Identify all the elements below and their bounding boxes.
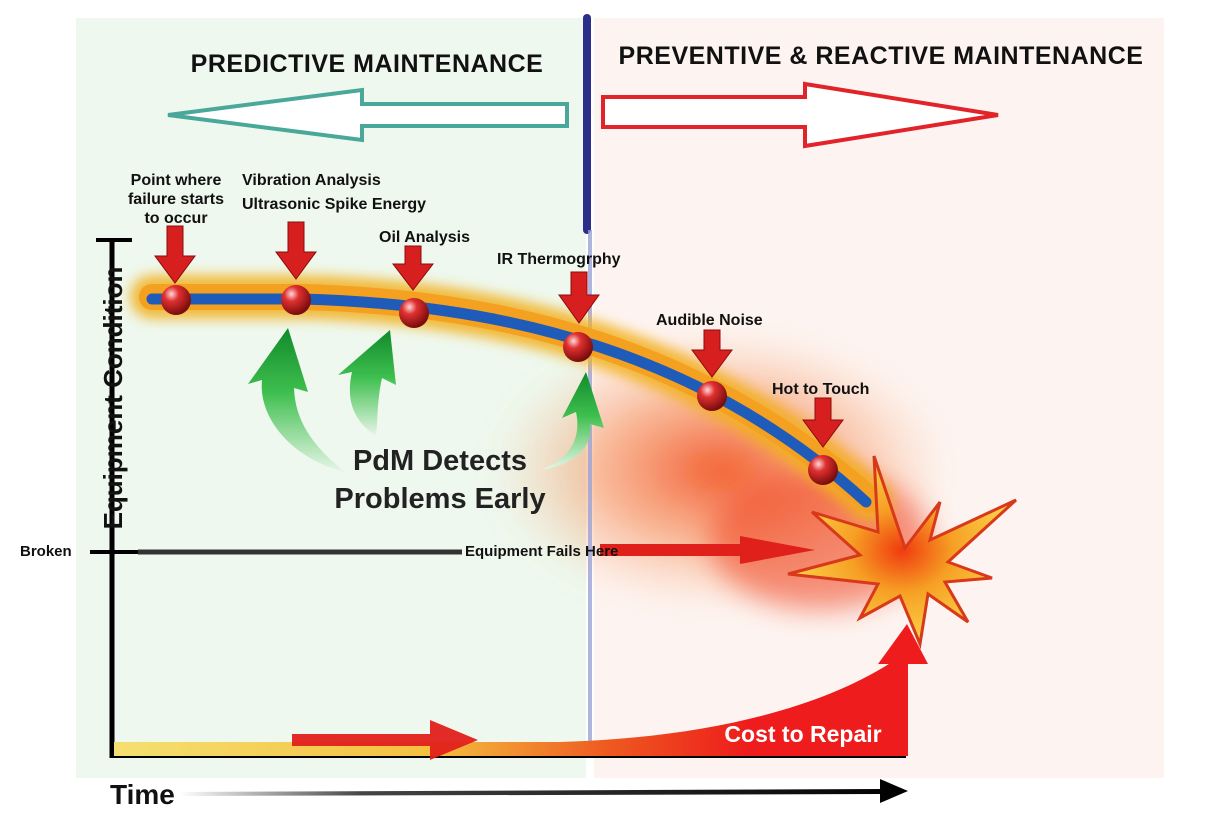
- cost-area: [114, 660, 908, 756]
- label-vibration: Vibration Analysis: [242, 172, 381, 189]
- label-failure-start-2: failure starts: [128, 191, 224, 208]
- time-label: Time: [110, 779, 175, 810]
- down-arrow: [391, 245, 435, 291]
- label-hot: Hot to Touch: [772, 381, 869, 398]
- cost-arrowhead: [878, 624, 928, 664]
- marker-hot: [802, 397, 844, 485]
- marker-ir: [558, 271, 600, 362]
- marker-ball: [697, 381, 727, 411]
- label-oil: Oil Analysis: [379, 229, 470, 246]
- condition-curve: [146, 293, 872, 508]
- label-noise: Audible Noise: [656, 312, 763, 329]
- down-arrow: [154, 225, 196, 284]
- label-ultrasonic: Ultrasonic Spike Energy: [242, 196, 426, 213]
- time-arrow: [180, 779, 908, 803]
- pdm-text-line2: Problems Early: [334, 483, 545, 515]
- broken-label: Broken: [20, 543, 72, 560]
- marker-failure-start: [154, 225, 196, 315]
- marker-oil: [391, 245, 435, 328]
- down-arrow: [691, 329, 733, 378]
- fails-arrow: [600, 536, 815, 564]
- marker-ball: [563, 332, 593, 362]
- marker-ball: [399, 298, 429, 328]
- marker-ball: [281, 285, 311, 315]
- label-failure-start-3: to occur: [144, 210, 207, 227]
- cost-label: Cost to Repair: [724, 721, 881, 747]
- y-axis-label: Equipment Condition: [98, 267, 128, 530]
- marker-ball: [161, 285, 191, 315]
- predictive-arrow: [167, 87, 569, 143]
- cost-inline-arrow: [292, 720, 478, 760]
- fails-label: Equipment Fails Here: [465, 543, 618, 560]
- pdm-arrow-1: [248, 328, 345, 472]
- marker-vibration: [275, 221, 317, 315]
- down-arrow: [275, 221, 317, 280]
- pdm-text-line1: PdM Detects: [353, 445, 527, 477]
- preventive-arrow: [601, 81, 999, 149]
- pdm-arrow-3: [540, 372, 604, 470]
- predictive-title: PREDICTIVE MAINTENANCE: [191, 50, 544, 78]
- label-failure-start-1: Point where: [131, 172, 222, 189]
- marker-noise: [691, 329, 733, 411]
- down-arrow: [558, 271, 600, 324]
- pdm-arrow-2: [338, 330, 396, 436]
- marker-ball: [808, 455, 838, 485]
- preventive-title: PREVENTIVE & REACTIVE MAINTENANCE: [619, 42, 1144, 70]
- predictive-panel: [76, 18, 586, 778]
- down-arrow: [802, 397, 844, 448]
- failure-burst: [787, 455, 1018, 650]
- label-ir: IR Thermogrphy: [497, 251, 621, 268]
